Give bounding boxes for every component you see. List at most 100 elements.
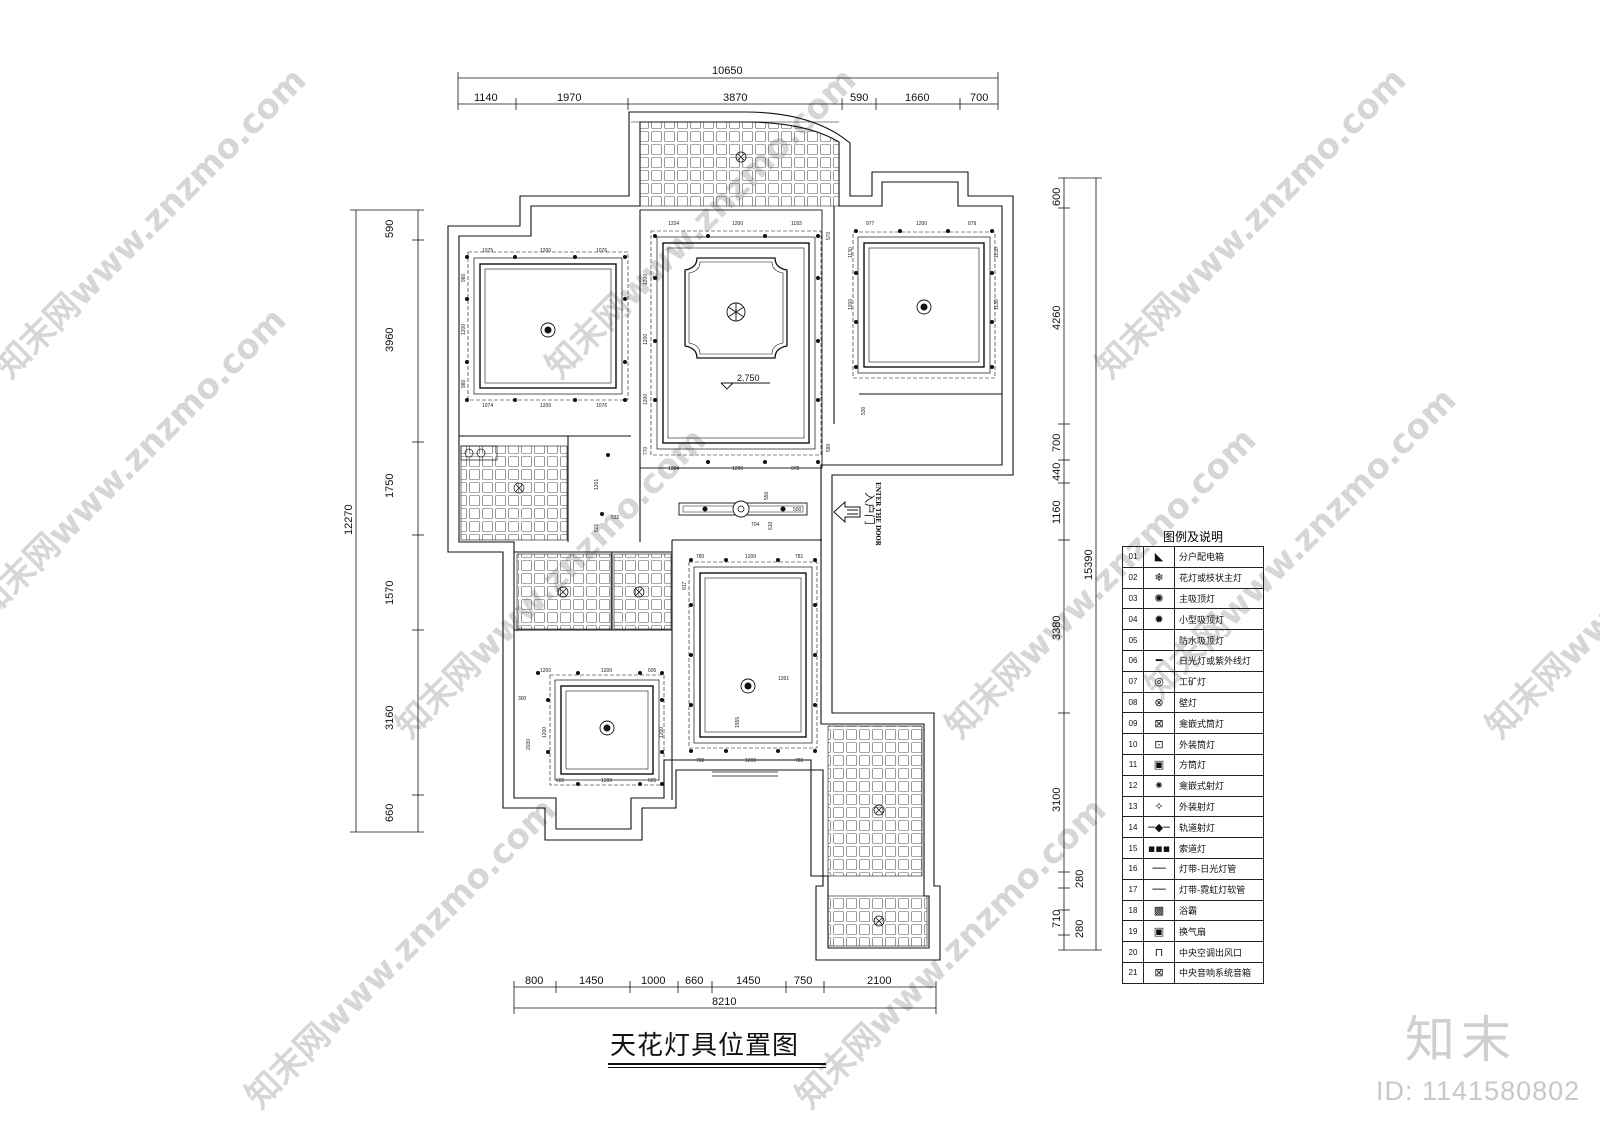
- legend-description: 壁灯: [1174, 691, 1264, 714]
- legend-number: 14: [1122, 816, 1144, 839]
- dimension-note: 1200: [659, 727, 665, 738]
- legend-description: 中央空调出风口: [1174, 941, 1264, 963]
- watermark-text: 知末网www.znzmo.com: [1088, 60, 1414, 386]
- legend-description: 灯带-日光灯管: [1174, 857, 1264, 880]
- legend-row: 17──灯带-霓虹灯软管: [1122, 878, 1264, 901]
- dimension-note: 605: [648, 668, 657, 674]
- watermark-text: 知末网www.znzmo.com: [1478, 420, 1600, 746]
- dimension-note: 1074: [482, 403, 493, 409]
- legend-description: 外装射灯: [1174, 795, 1264, 818]
- entrance-light-fixture: [678, 500, 808, 518]
- legend-description: 防水吸顶灯: [1174, 629, 1264, 651]
- entrance-label-english: ENTER THE DOOR: [874, 482, 881, 547]
- dimension-note: 1200: [461, 324, 467, 335]
- legend-row: 06━日光灯或紫外线灯: [1122, 649, 1264, 672]
- bottom-dimension: 2100: [867, 975, 891, 987]
- dimension-note: 570: [826, 231, 832, 240]
- legend-description: 主吸顶灯: [1174, 587, 1264, 610]
- dining-room-ceiling: [688, 561, 818, 777]
- bath-heater-icon: ▩: [1143, 899, 1175, 922]
- legend-number: 18: [1122, 899, 1144, 922]
- top-dimension: 590: [850, 92, 868, 104]
- legend-description: 中央音响系统音箱: [1174, 961, 1264, 984]
- living-room-spotlights: [653, 234, 820, 464]
- legend-number: 11: [1122, 753, 1144, 776]
- recessed-spotlight-icon: ✷: [1143, 774, 1175, 797]
- dimension-note: 1130: [848, 247, 854, 258]
- dimension-note: 980: [461, 273, 467, 282]
- legend-row: 09⊠龛嵌式筒灯: [1122, 712, 1264, 735]
- legend-number: 05: [1122, 629, 1144, 651]
- watermark-layer: 知末网www.znzmo.com 知末网www.znzmo.com 知末网www…: [0, 60, 1600, 1116]
- drawing-title: 天花灯具位置图: [610, 1031, 800, 1061]
- entrance-label: 入户门: [863, 492, 877, 525]
- left-dimensions: [350, 209, 424, 833]
- dimension-note: 1200: [643, 334, 649, 345]
- dimension-note: 605: [648, 778, 657, 784]
- legend-number: 01: [1122, 546, 1144, 568]
- dimension-note: 770: [643, 446, 649, 455]
- dimension-note: 1200: [601, 778, 612, 784]
- legend-number: 03: [1122, 587, 1144, 610]
- right-dimension: 440: [1051, 463, 1063, 481]
- legend-row: 19▣换气扇: [1122, 920, 1264, 943]
- right-dimensions: [1058, 177, 1102, 951]
- left-dimension: 3960: [384, 328, 396, 352]
- recessed-downlight-icon: ⊠: [1143, 712, 1175, 735]
- legend-number: 04: [1122, 608, 1144, 631]
- dimension-note: 780: [696, 758, 705, 764]
- dimension-note: 980: [461, 379, 467, 388]
- exhaust-fan-icon: ▣: [1143, 920, 1175, 943]
- dimension-note: 704: [751, 522, 760, 528]
- tiled-floor-areas: [460, 121, 928, 947]
- ceiling-height-label: 2.750: [737, 373, 760, 383]
- top-dimensions: [457, 72, 999, 110]
- dimension-note: 1200: [745, 758, 756, 764]
- right-dimension: 280: [1074, 870, 1086, 888]
- dimension-note: 1391: [778, 676, 789, 682]
- legend-row: 04✹小型吸顶灯: [1122, 608, 1264, 631]
- fluorescent-light-icon: ━: [1143, 649, 1175, 672]
- right-total-dimension: 15390: [1083, 549, 1095, 580]
- bottom-dimension: 750: [794, 975, 812, 987]
- dimension-note: 530: [861, 406, 867, 415]
- legend-row: 03✺主吸顶灯: [1122, 587, 1264, 610]
- legend-number: 10: [1122, 733, 1144, 755]
- legend-number: 16: [1122, 857, 1144, 880]
- legend-row: 13✧外装射灯: [1122, 795, 1264, 818]
- master-bedroom-spotlights: [465, 255, 627, 402]
- dimension-note: 1130: [994, 247, 1000, 258]
- track-spotlight-icon: ─◆─: [1143, 816, 1175, 839]
- top-dimension: 3870: [723, 92, 747, 104]
- dimension-note: 1334: [668, 221, 679, 227]
- image-id-label: ID: 1141580802: [1376, 1076, 1581, 1106]
- wall-light-icon: ⊗: [1143, 691, 1175, 714]
- surface-spotlight-icon: ✧: [1143, 795, 1175, 818]
- legend-number: 17: [1122, 878, 1144, 901]
- legend-number: 07: [1122, 670, 1144, 693]
- legend-description: 换气扇: [1174, 920, 1264, 943]
- left-dimension: 1570: [384, 581, 396, 605]
- master-bedroom-ceiling: [467, 251, 629, 401]
- legend-number: 09: [1122, 712, 1144, 735]
- dimension-note: 1076: [596, 403, 607, 409]
- dimension-note: 605: [556, 778, 565, 784]
- legend-number: 21: [1122, 961, 1144, 984]
- small-bedroom-ceiling: [549, 674, 665, 786]
- dimension-note: 1200: [540, 403, 551, 409]
- legend-description: 浴霸: [1174, 899, 1264, 922]
- dimension-note: 1200: [848, 299, 854, 310]
- dining-room-spotlights: [689, 558, 817, 753]
- bottom-dimension: 800: [525, 975, 543, 987]
- dimension-note: 1076: [596, 248, 607, 254]
- right-bedroom-spotlights: [854, 229, 994, 369]
- dimension-note: 1130: [994, 299, 1000, 310]
- legend-description: 索道灯: [1174, 837, 1264, 859]
- legend-description: 灯带-霓虹灯软管: [1174, 878, 1264, 901]
- dimension-note: 1200: [643, 274, 649, 285]
- legend-description: 花灯或枝状主灯: [1174, 566, 1264, 589]
- dimension-note: 1200: [601, 668, 612, 674]
- dimension-note: 1201: [594, 479, 600, 490]
- surface-downlight-icon: ⊡: [1143, 733, 1175, 755]
